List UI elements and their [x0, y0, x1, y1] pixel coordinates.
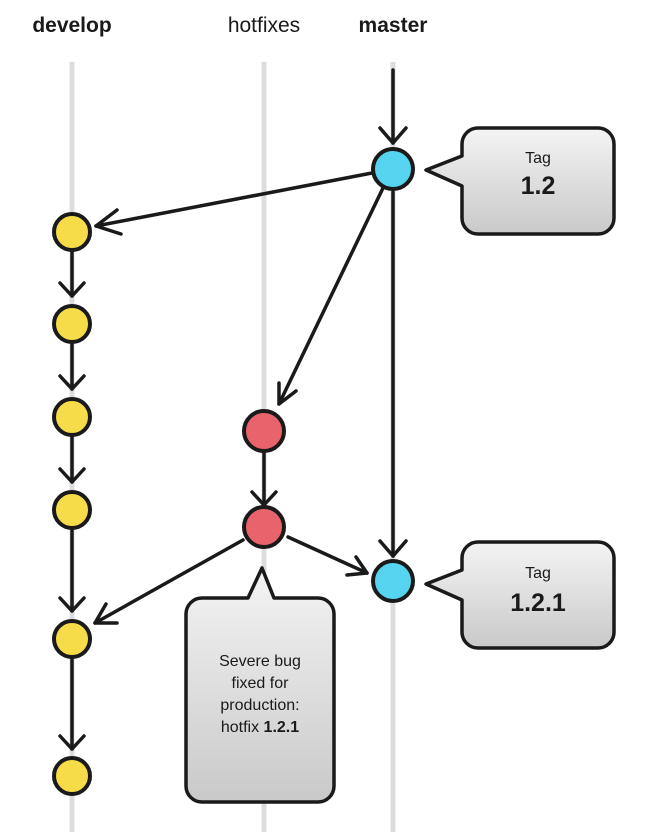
commit-master-2	[371, 559, 415, 603]
commit-arrows	[58, 68, 408, 751]
tag-label: Tag	[525, 565, 551, 582]
note-prefix: hotfix	[221, 719, 264, 736]
arrow-hotfix-to-master	[286, 535, 369, 577]
commit-develop-4	[52, 490, 92, 530]
tag-label: Tag	[525, 150, 551, 167]
arrow-develop-3-4	[58, 433, 86, 484]
arrow-hotfix-1-2	[250, 449, 278, 507]
note-line-version: hotfix 1.2.1	[221, 719, 299, 736]
commit-develop-3	[52, 397, 92, 437]
commit-develop-1	[52, 212, 92, 252]
arrow-develop-2-3	[58, 340, 86, 391]
commit-develop-2	[52, 304, 92, 344]
tag-callout-1-2: Tag 1.2	[424, 126, 616, 236]
arrow-master-to-hotfix	[277, 186, 385, 406]
commit-hotfix-2	[242, 505, 286, 549]
note-line: fixed for	[232, 675, 290, 692]
note-line: production:	[220, 697, 299, 714]
branch-label-master: master	[358, 14, 428, 37]
arrow-develop-1-2	[58, 248, 86, 298]
arrow-master-to-develop	[94, 171, 374, 236]
commit-nodes	[52, 147, 415, 796]
commit-hotfix-1	[242, 409, 286, 453]
hotfix-note-callout: Severe bug fixed for production: hotfix …	[184, 566, 336, 804]
commit-master-1	[371, 147, 415, 191]
arrow-master-trunk	[378, 190, 408, 558]
note-version: 1.2.1	[264, 719, 300, 736]
commit-develop-5	[52, 619, 92, 659]
branch-label-hotfixes: hotfixes	[227, 14, 301, 37]
note-line: Severe bug	[219, 653, 301, 670]
tag-version: 1.2	[521, 172, 556, 200]
arrow-develop-5-6	[58, 655, 86, 751]
arrow-develop-4-5	[58, 526, 86, 613]
arrow-master-incoming	[378, 68, 408, 145]
branch-label-develop: develop	[32, 14, 112, 37]
arrow-hotfix-to-develop	[93, 538, 245, 625]
commit-develop-6	[52, 756, 92, 796]
tag-version: 1.2.1	[510, 589, 566, 617]
tag-callout-1-2-1: Tag 1.2.1	[424, 540, 616, 650]
